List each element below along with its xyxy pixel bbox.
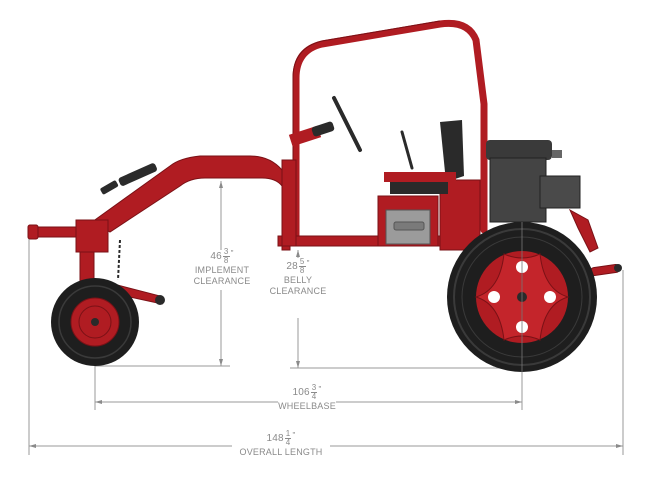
gauge-wheel xyxy=(51,278,139,366)
roll-bar-shade xyxy=(292,20,441,240)
roll-bar xyxy=(292,19,488,244)
dimension-arrows xyxy=(29,181,623,448)
battery-box xyxy=(377,195,439,247)
rear-hitch xyxy=(568,208,622,277)
rear-wheel xyxy=(447,222,597,372)
hydraulic-cylinder xyxy=(100,163,157,195)
seat xyxy=(384,120,464,194)
implement-boom xyxy=(91,155,291,251)
steering-column xyxy=(288,96,362,152)
engine xyxy=(486,140,581,223)
main-frame xyxy=(277,159,481,251)
